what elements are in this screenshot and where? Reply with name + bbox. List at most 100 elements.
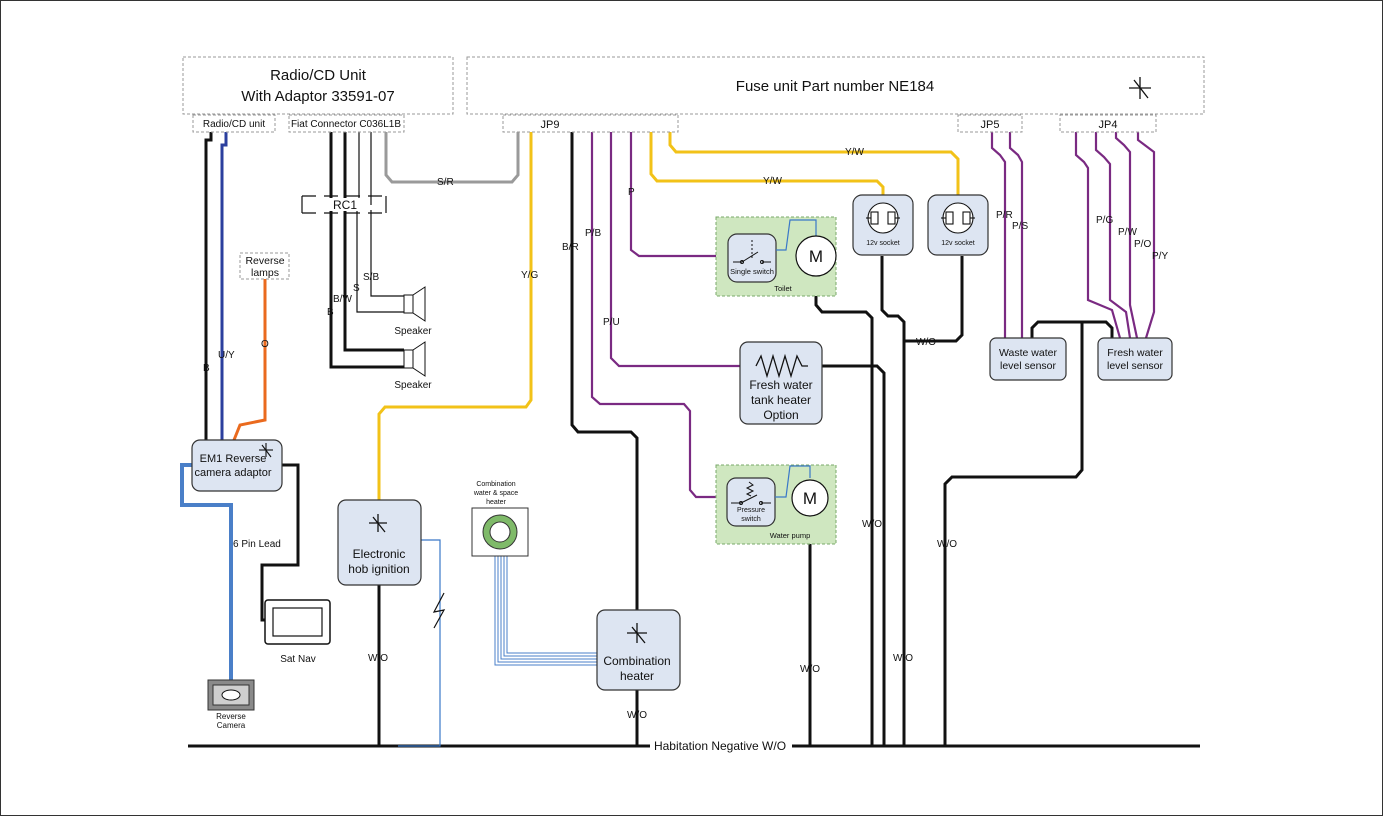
wire-pw bbox=[1094, 132, 1132, 339]
sat-nav-screen bbox=[272, 607, 323, 637]
wire-sensor-link bbox=[1030, 320, 1114, 338]
fresh-sensor-label-2: level sensor bbox=[1107, 360, 1164, 372]
pressure-switch-label-2: switch bbox=[741, 516, 761, 523]
wire-6pin-lead bbox=[180, 463, 233, 680]
wire-py bbox=[1136, 132, 1156, 339]
em1-label-1: EM1 Reverse bbox=[200, 453, 267, 465]
wire-label-po: P/O bbox=[1134, 239, 1151, 250]
em1-box bbox=[191, 439, 283, 492]
fuse-unit-symbol-icon bbox=[1129, 77, 1151, 99]
switch-icon bbox=[733, 240, 771, 264]
reverse-camera-label-1: Reverse bbox=[216, 712, 246, 721]
wire-label-b-spk: B bbox=[327, 307, 334, 318]
pump-link bbox=[775, 465, 811, 498]
wire-spk-s bbox=[356, 210, 404, 313]
socket-icon bbox=[866, 202, 900, 234]
combi-symbol-icon bbox=[627, 623, 647, 644]
wire-pu bbox=[609, 132, 740, 368]
jp4-label: JP4 bbox=[1099, 119, 1118, 131]
wire-label-p: P bbox=[628, 187, 635, 198]
toilet-motor-icon bbox=[795, 235, 837, 277]
wire-ps bbox=[1008, 132, 1024, 340]
toilet-label: Toilet bbox=[774, 284, 792, 293]
radio-port-box bbox=[192, 114, 276, 133]
fuse-unit-title: Fuse unit Part number NE184 bbox=[736, 78, 934, 95]
wire-p bbox=[629, 132, 730, 258]
wire-spk-sb bbox=[370, 210, 404, 297]
wire-label-bw: B/W bbox=[333, 294, 352, 305]
wire-pg bbox=[1074, 132, 1122, 339]
wire-heater-gnd bbox=[820, 364, 886, 746]
wire-label-pu: P/U bbox=[603, 317, 620, 328]
wire-label-wo-hob: W/O bbox=[368, 653, 388, 664]
speaker-1-label: Speaker bbox=[394, 326, 432, 337]
wire-label-pb: P/B bbox=[585, 228, 601, 239]
waste-sensor-label-2: level sensor bbox=[1000, 360, 1057, 372]
wire-label-uy: U/Y bbox=[218, 350, 235, 361]
socket-1-label: 12v socket bbox=[866, 240, 900, 247]
wire-reverse-lamp bbox=[232, 278, 267, 441]
hob-ignition-box bbox=[337, 499, 422, 586]
combi-icon-label-3: heater bbox=[486, 499, 507, 506]
tank-heater-box bbox=[739, 341, 823, 425]
wire-labels: U/Y B O 6 Pin Lead S/R S/B S B/W B Y/G B… bbox=[203, 147, 1168, 721]
heater-element-icon bbox=[755, 353, 808, 379]
wire-yw-socket2 bbox=[668, 132, 960, 195]
reverse-lamps-label-2: lamps bbox=[251, 267, 279, 279]
wire-label-yw2: Y/W bbox=[763, 176, 782, 187]
wire-label-wo-combi: W/O bbox=[627, 710, 647, 721]
reverse-lamps-label-1: Reverse bbox=[245, 255, 284, 267]
radio-unit-title-2: With Adaptor 33591-07 bbox=[241, 88, 394, 105]
wire-label-6pin: 6 Pin Lead bbox=[233, 539, 281, 550]
fiat-port-box bbox=[288, 114, 405, 133]
toilet-motor-label: M bbox=[809, 247, 823, 266]
hob-label-1: Electronic bbox=[353, 547, 406, 561]
wire-socket1-gnd bbox=[880, 256, 906, 746]
jp4-box bbox=[1059, 114, 1157, 133]
pressure-switch-label-1: Pressure bbox=[737, 507, 765, 514]
waste-sensor-label-1: Waste water bbox=[999, 347, 1057, 359]
hob-symbol-icon bbox=[369, 514, 387, 533]
camera-lens-icon bbox=[221, 689, 241, 701]
wire-label-wo-pump: W/O bbox=[800, 664, 820, 675]
fuse-unit-box bbox=[466, 56, 1205, 115]
wire-radio-black bbox=[204, 132, 213, 440]
combi-heater-box bbox=[596, 609, 681, 691]
reverse-camera-label-2: Camera bbox=[217, 721, 246, 730]
ground-label: Habitation Negative W/O bbox=[654, 739, 786, 753]
wire-spk-bw bbox=[343, 210, 404, 352]
radio-port-label: Radio/CD unit bbox=[203, 119, 265, 130]
wire-yg bbox=[377, 132, 533, 500]
wire-yw-socket1 bbox=[649, 132, 885, 195]
spark-icon bbox=[432, 592, 446, 629]
rc1-label: RC1 bbox=[333, 198, 357, 212]
wire-socket2-gnd bbox=[904, 256, 964, 343]
wire-pr bbox=[990, 132, 1007, 340]
wire-label-ps: P/S bbox=[1012, 221, 1028, 232]
wire-label-wo-mid: W/O bbox=[862, 519, 882, 530]
speaker-icon bbox=[403, 341, 426, 377]
speaker-2-label: Speaker bbox=[394, 380, 432, 391]
wire-pb bbox=[590, 132, 735, 499]
wire-toilet-gnd bbox=[814, 276, 874, 746]
wire-label-wo-right: W/O bbox=[937, 539, 957, 550]
wire-em1-satnav bbox=[260, 463, 300, 622]
wire-sensor-gnd bbox=[943, 322, 1084, 746]
wire-spk-b bbox=[329, 210, 404, 369]
wire-label-pg: P/G bbox=[1096, 215, 1113, 226]
tank-heater-label-2: tank heater bbox=[751, 393, 811, 407]
wire-label-o: O bbox=[261, 339, 269, 350]
wire-po bbox=[1114, 132, 1139, 339]
jp5-label: JP5 bbox=[981, 119, 1000, 131]
wire-label-b-left: B bbox=[203, 363, 210, 374]
jp9-box bbox=[502, 114, 679, 133]
speaker-icon bbox=[403, 286, 426, 322]
combi-icon-inner bbox=[489, 521, 511, 543]
wire-label-py: P/Y bbox=[1152, 251, 1168, 262]
wire-label-s: S bbox=[353, 283, 360, 294]
radio-unit-title-1: Radio/CD Unit bbox=[270, 67, 367, 84]
wire-br bbox=[570, 132, 639, 610]
tank-heater-label-1: Fresh water bbox=[749, 378, 812, 392]
combi-heater-label-2: heater bbox=[620, 669, 654, 683]
